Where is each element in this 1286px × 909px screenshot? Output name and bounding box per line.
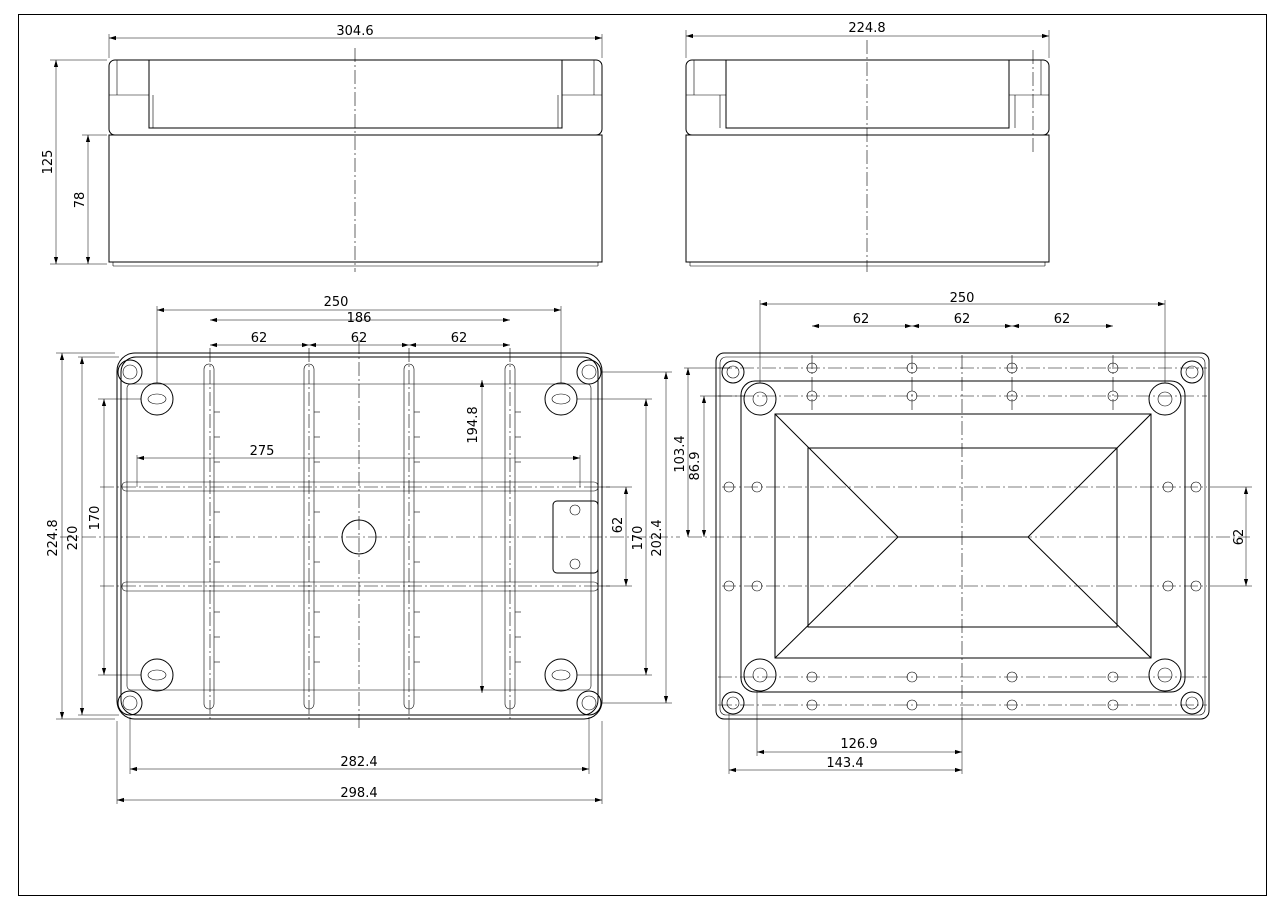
dim-bottom-right-pitch: 62 [1232, 529, 1247, 546]
dim-inside-inner-height: 220 [66, 526, 81, 551]
dim-bottom-left-inner: 86.9 [688, 452, 703, 481]
dim-bottom-left-outer: 103.4 [673, 435, 688, 472]
dim-inside-rib-span: 186 [347, 311, 372, 326]
dim-inside-rib-pitch-1: 62 [251, 331, 268, 346]
dim-bottom-pitch-2: 62 [954, 312, 971, 327]
front-elevation-view [50, 34, 603, 272]
dim-inside-right-inner: 170 [631, 526, 646, 551]
dim-bottom-hole-span: 250 [950, 291, 975, 306]
dim-inside-outer-height: 224.8 [46, 519, 61, 556]
dim-inside-hole-span: 250 [324, 295, 349, 310]
side-elevation-view [685, 30, 1050, 272]
dim-bottom-pitch-3: 62 [1054, 312, 1071, 327]
dim-inside-right-outer: 202.4 [650, 519, 665, 556]
dim-inside-rail-height: 194.8 [466, 406, 481, 443]
dim-inside-rail-inner: 170 [88, 506, 103, 531]
dim-inside-bottom-outer: 298.4 [340, 786, 377, 801]
dim-inside-rail-pitch: 62 [611, 517, 626, 534]
dim-front-width: 304.6 [336, 24, 373, 39]
dim-side-width: 224.8 [848, 21, 885, 36]
dim-inside-rib-pitch-2: 62 [351, 331, 368, 346]
dim-front-height-base: 78 [73, 192, 88, 209]
bottom-plan-view [684, 300, 1252, 774]
drawing-frame [18, 14, 1267, 896]
dim-bottom-pitch-1: 62 [853, 312, 870, 327]
dim-bottom-bottom-outer: 143.4 [826, 756, 863, 771]
dim-inside-rib-pitch-3: 62 [451, 331, 468, 346]
dim-bottom-bottom-inner: 126.9 [840, 737, 877, 752]
dim-front-height-total: 125 [41, 150, 56, 175]
dim-inside-bottom-inner: 282.4 [340, 755, 377, 770]
dim-inside-rail-length: 275 [250, 444, 275, 459]
inside-plan-view [56, 306, 680, 804]
